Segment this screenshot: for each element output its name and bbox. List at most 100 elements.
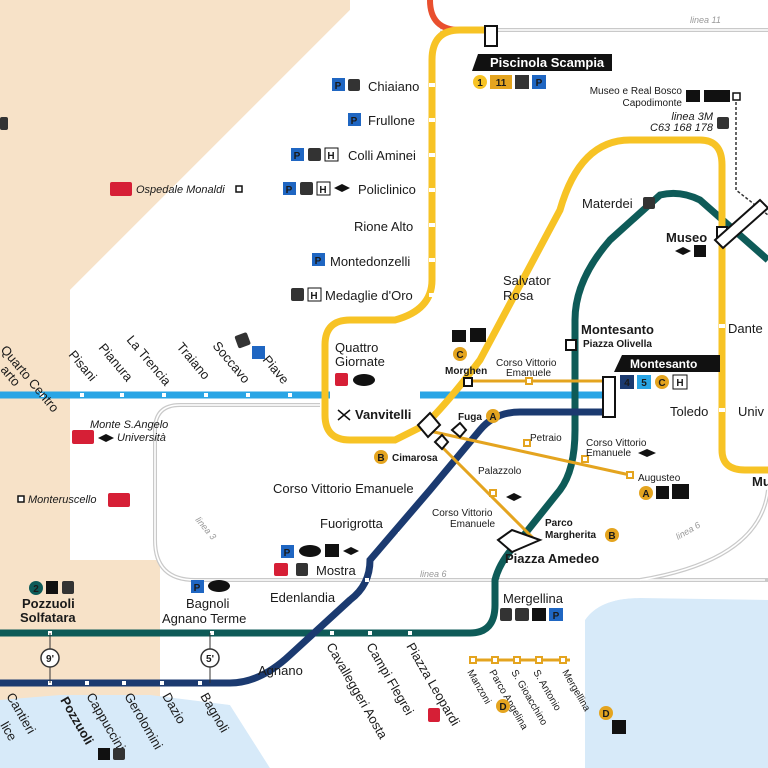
expo-icon	[325, 544, 339, 557]
parking-icon-piave	[252, 346, 265, 359]
station-colli-aminei: Colli Aminei	[348, 148, 416, 163]
svg-text:4: 4	[624, 378, 630, 389]
stadium-icon	[353, 374, 375, 386]
svg-text:Montesanto: Montesanto	[630, 357, 697, 371]
bagnoli-1: Bagnoli	[186, 596, 229, 611]
station-univ: Univ	[738, 404, 765, 419]
badge-b-cimarosa	[374, 450, 388, 464]
svg-text:D: D	[499, 702, 506, 713]
svg-text:5: 5	[641, 378, 647, 389]
station-fuorigrotta: Fuorigrotta	[320, 516, 384, 531]
bus-icon-3m	[717, 117, 729, 129]
svg-text:H: H	[319, 185, 326, 196]
svg-text:P: P	[284, 548, 291, 559]
svg-text:11: 11	[496, 78, 507, 89]
station-montesanto-top: Montesanto	[581, 322, 654, 337]
university-icon-2	[638, 449, 656, 457]
parco-2: Margherita	[545, 530, 597, 541]
sea-right	[585, 598, 768, 768]
monte-sangelo-1: Monte S.Angelo	[90, 419, 168, 431]
badge-a-fuga	[486, 409, 500, 423]
station-corso-ve: Corso Vittorio Emanuele	[273, 481, 414, 496]
station-piazza-amedeo: Piazza Amedeo	[505, 551, 599, 566]
svg-text:P: P	[335, 81, 342, 92]
station-edenlandia: Edenlandia	[270, 590, 336, 605]
university-icon-3	[506, 493, 522, 501]
university-icon	[675, 247, 691, 255]
piazza-olivella: Piazza Olivella	[583, 339, 652, 350]
svg-text:P: P	[315, 256, 322, 267]
badge-b-parco	[605, 528, 619, 542]
station-chiaiano: Chiaiano	[368, 79, 419, 94]
university-icon-monte	[98, 434, 114, 442]
cve-right-2: Emanuele	[586, 448, 631, 459]
museum-icon-augusteo	[656, 486, 669, 499]
piscinola-label: Piscinola Scampia 1 11 P	[472, 54, 612, 89]
badge-a-augusteo	[639, 486, 653, 500]
university-icon-mostra	[343, 547, 359, 555]
svg-text:Piscinola Scampia: Piscinola Scampia	[490, 55, 605, 70]
parco-1: Parco	[545, 518, 573, 529]
land-area	[0, 0, 350, 768]
svg-text:P: P	[294, 151, 301, 162]
station-agnano: Agnano	[258, 663, 303, 678]
station-mostra: Mostra	[316, 563, 357, 578]
svg-text:1: 1	[477, 78, 483, 89]
montesanto-label	[614, 355, 720, 372]
badge-c-morghen	[453, 347, 467, 361]
badge-4	[620, 375, 634, 389]
svg-text:H: H	[310, 291, 317, 302]
eav-icon-monaldi	[110, 182, 132, 196]
line2	[0, 189, 768, 637]
station-medaglie: Medaglie d'Oro	[325, 288, 413, 303]
sea-left	[0, 695, 270, 768]
station-policlinico: Policlinico	[358, 182, 416, 197]
line1-north-labels: P Chiaiano P Frullone P H Colli Aminei P…	[283, 78, 419, 303]
svg-text:A: A	[489, 412, 496, 423]
museum-icon-morghen	[452, 330, 466, 342]
station-ticks	[40, 83, 725, 685]
museo-real-1: Museo e Real Bosco	[590, 86, 683, 97]
station-mu: Mu	[752, 474, 768, 489]
bus-icon	[643, 197, 655, 209]
station-materdei: Materdei	[582, 196, 633, 211]
station-cimarosa: Cimarosa	[392, 453, 438, 464]
svg-text:2: 2	[33, 584, 39, 595]
svg-text:B: B	[608, 531, 615, 542]
station-toledo: Toledo	[670, 404, 708, 419]
bus-icon-mostra	[296, 563, 308, 576]
badge-d-1	[496, 699, 510, 713]
pozzuoli-1: Pozzuoli	[22, 596, 75, 611]
eav-icon-monteruscello	[108, 493, 130, 507]
station-mergellina: Mergellina	[503, 591, 564, 606]
svg-text:9': 9'	[46, 654, 54, 665]
funicular-icon	[337, 409, 351, 421]
cve-right-1: Corso Vittorio	[586, 438, 647, 449]
ship-icon	[532, 608, 546, 621]
svg-text:D: D	[602, 709, 609, 720]
museo-real-2: Capodimonte	[623, 98, 683, 109]
pozzuoli-2: Solfatara	[20, 610, 76, 625]
eav-icon-mostra	[274, 563, 288, 576]
cve-mid-2: Emanuele	[450, 519, 495, 530]
bus-icon-edge	[0, 117, 8, 130]
fun-stops	[469, 377, 634, 664]
castle-icon	[470, 328, 486, 342]
svg-text:C: C	[456, 350, 463, 361]
badge-5	[637, 375, 651, 389]
linea3m-2: C63 168 178	[650, 122, 714, 134]
train-icon	[515, 608, 529, 621]
station-quattro-1: Quattro	[335, 340, 378, 355]
museum-icon	[694, 245, 706, 257]
svg-text:P: P	[194, 583, 201, 594]
station-museo: Museo	[666, 230, 707, 245]
badge-2	[29, 581, 43, 595]
station-rione-alto: Rione Alto	[354, 219, 413, 234]
line6-label: linea 6	[420, 569, 447, 579]
svg-text:H: H	[676, 378, 683, 389]
stop-marker-monaldi	[235, 185, 243, 193]
eav-icon-monte	[72, 430, 94, 444]
station-morghen: Morghen	[445, 366, 487, 377]
svg-text:B: B	[377, 453, 384, 464]
svg-text:C: C	[658, 378, 665, 389]
